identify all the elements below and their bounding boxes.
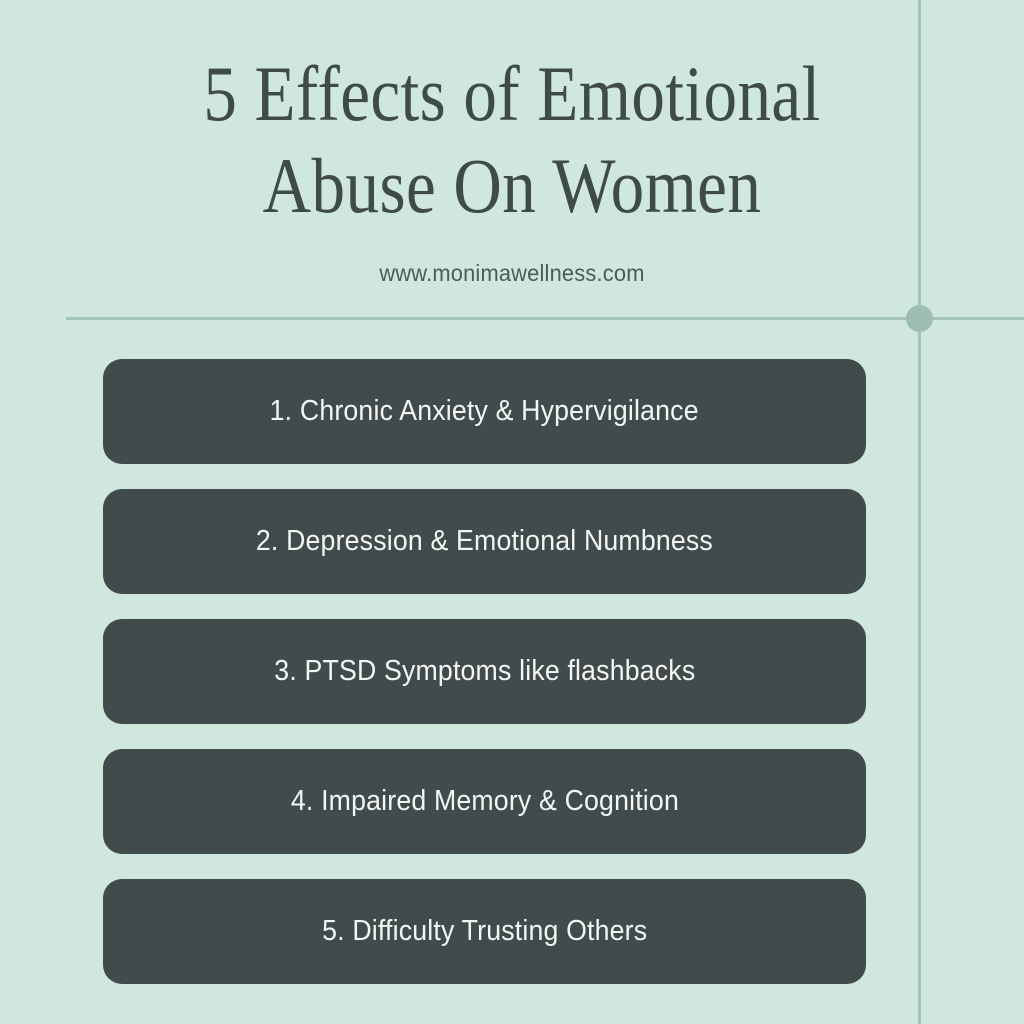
vertical-divider-line [918,0,921,1024]
list-item[interactable]: 4. Impaired Memory & Cognition [103,749,866,854]
page-title: 5 Effects of Emotional Abuse On Women [203,50,821,230]
effect-card-label: 1. Chronic Anxiety & Hypervigilance [269,395,700,427]
effects-list: 1. Chronic Anxiety & Hypervigilance 2. D… [103,359,866,984]
list-item[interactable]: 1. Chronic Anxiety & Hypervigilance [103,359,866,464]
list-item[interactable]: 5. Difficulty Trusting Others [103,879,866,984]
effect-card-label: 4. Impaired Memory & Cognition [290,785,679,817]
list-item[interactable]: 2. Depression & Emotional Numbness [103,489,866,594]
horizontal-divider-line [66,317,1024,320]
effect-card-label: 2. Depression & Emotional Numbness [255,525,714,557]
divider-intersection-dot-icon [906,305,933,332]
effect-card-label: 3. PTSD Symptoms like flashbacks [273,655,696,687]
effect-card-label: 5. Difficulty Trusting Others [321,915,648,947]
poster-header: 5 Effects of Emotional Abuse On Women ww… [0,0,1024,287]
website-url: www.monimawellness.com [379,260,645,287]
list-item[interactable]: 3. PTSD Symptoms like flashbacks [103,619,866,724]
